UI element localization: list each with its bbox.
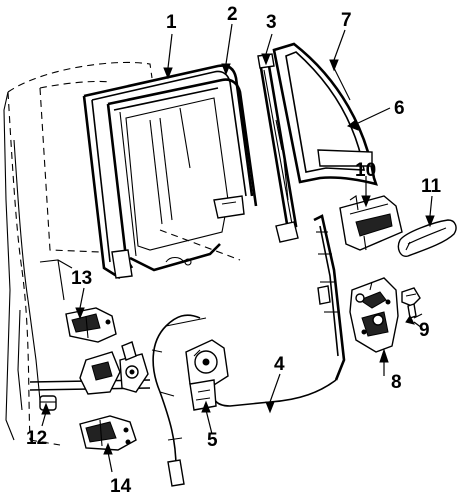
callout-4: 4 (274, 354, 285, 375)
door-lock (349, 277, 399, 353)
leader-lines (41, 23, 433, 473)
door-shell (3, 61, 241, 446)
upper-hinge (65, 307, 117, 343)
callout-5: 5 (207, 430, 218, 451)
callout-8: 8 (391, 372, 402, 393)
callout-9: 9 (419, 320, 430, 341)
quarter-glass-assembly (272, 42, 378, 186)
callout-6: 6 (394, 98, 405, 119)
outside-handle (397, 219, 457, 257)
arrows (41, 53, 435, 455)
callout-1: 1 (166, 12, 177, 33)
callout-3: 3 (266, 12, 277, 33)
door-check (29, 341, 151, 395)
handle-bracket (339, 195, 403, 251)
callout-2: 2 (227, 4, 238, 25)
lower-hinge (79, 415, 137, 451)
callout-numbers: 1 2 3 4 5 6 7 8 9 10 11 12 13 14 (26, 4, 442, 497)
callout-13: 13 (71, 268, 92, 289)
lock-clip (401, 287, 421, 319)
callout-11: 11 (421, 176, 442, 197)
callout-10: 10 (355, 160, 376, 181)
window-regulator (151, 214, 346, 487)
callout-7: 7 (341, 10, 352, 31)
callout-12: 12 (26, 428, 47, 449)
window-motor (185, 339, 229, 411)
callout-14: 14 (110, 476, 132, 497)
door-glass-assembly (82, 64, 258, 280)
